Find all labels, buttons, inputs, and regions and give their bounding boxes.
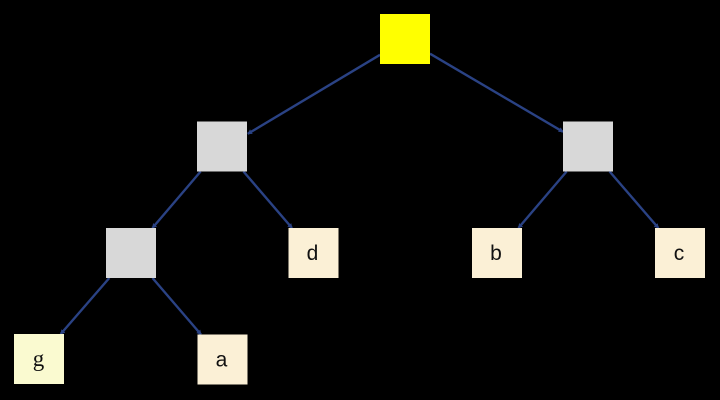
svg-text:d: d xyxy=(307,242,319,265)
svg-text:g: g xyxy=(33,346,45,371)
svg-text:b: b xyxy=(490,242,502,265)
svg-text:c: c xyxy=(674,242,685,265)
svg-text:a: a xyxy=(216,349,228,372)
